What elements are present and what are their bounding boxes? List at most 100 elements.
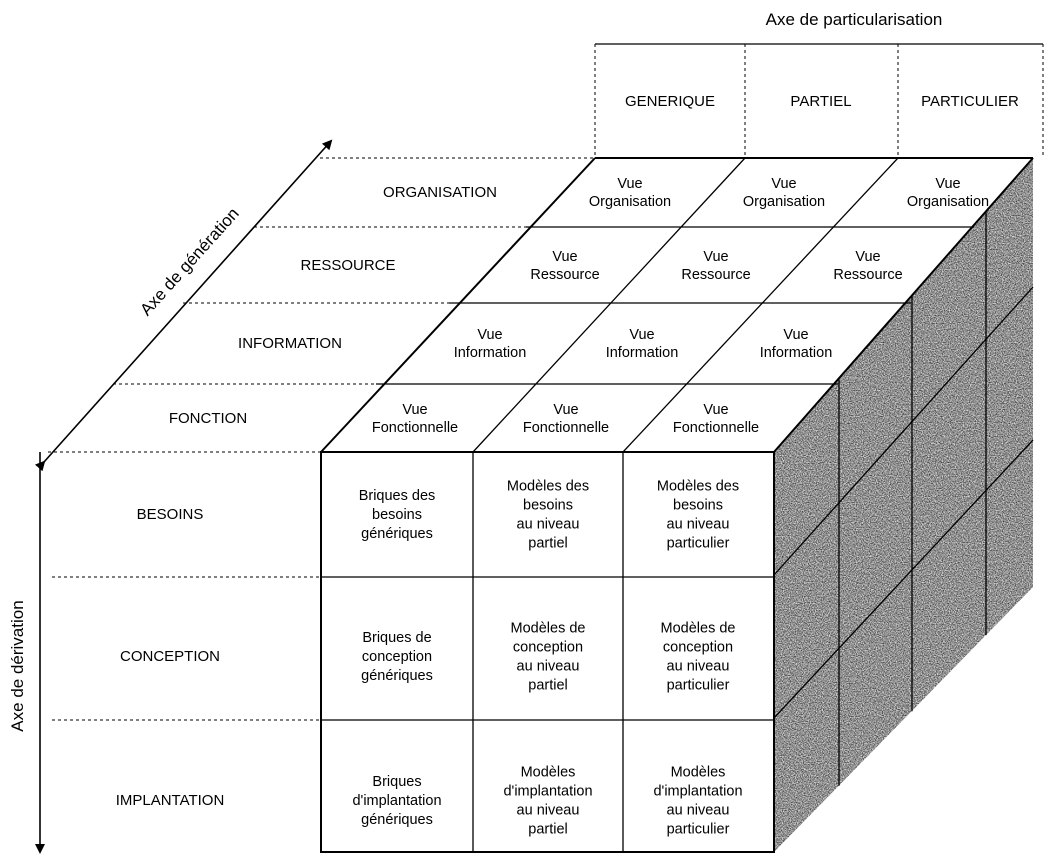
- view-cell-information-1-line: Information: [606, 345, 679, 361]
- front-cell-1-2-line: Modèles de: [661, 621, 736, 637]
- generation-axis-label: Axe de génération: [136, 204, 242, 319]
- level-label-besoins: BESOINS: [137, 506, 204, 523]
- front-cell-0-1-line: Modèles des: [507, 479, 589, 495]
- front-cell-2-0-line: d'implantation: [352, 793, 441, 809]
- front-cell-1-1-line: Modèles de: [511, 621, 586, 637]
- view-cell-fonction-2-line: Fonctionnelle: [673, 420, 759, 436]
- column-header-generique-line: GENERIQUE: [625, 93, 715, 110]
- front-cell-2-2-line: au niveau: [667, 803, 730, 819]
- front-cell-1-0-line: génériques: [361, 668, 433, 684]
- front-cell-2-0-line: Briques: [372, 774, 421, 790]
- view-label-ressource-line: RESSOURCE: [300, 257, 395, 274]
- front-cell-1-0-line: conception: [362, 649, 432, 665]
- column-header-particulier-line: PARTICULIER: [921, 93, 1019, 110]
- front-cell-0-0-line: besoins: [372, 507, 422, 523]
- view-label-organisation: ORGANISATION: [383, 184, 497, 201]
- cube-side-texture: [774, 158, 1033, 852]
- front-cell-2-1-line: d'implantation: [503, 784, 592, 800]
- level-label-besoins-line: BESOINS: [137, 506, 204, 523]
- view-cell-organisation-2-line: Organisation: [907, 194, 989, 210]
- view-cell-fonction-1-line: Fonctionnelle: [523, 420, 609, 436]
- derivation-axis-label-line: Axe de dérivation: [8, 600, 27, 731]
- front-cell-1-0: Briques de conception génériques: [361, 630, 433, 684]
- front-cell-0-1-line: partiel: [528, 536, 568, 552]
- front-cell-1-1-line: conception: [513, 640, 583, 656]
- view-cell-ressource-1-line: Vue: [703, 249, 728, 265]
- view-cell-ressource-1-line: Ressource: [681, 267, 750, 283]
- column-header-particulier: PARTICULIER: [921, 93, 1019, 110]
- view-cell-organisation-2-line: Vue: [935, 176, 960, 192]
- view-cell-ressource-0-line: Ressource: [530, 267, 599, 283]
- view-cell-information-2-line: Information: [760, 345, 833, 361]
- front-cell-2-1-line: au niveau: [517, 803, 580, 819]
- level-label-implantation-line: IMPLANTATION: [116, 792, 225, 809]
- front-cell-1-0-line: Briques de: [362, 630, 431, 646]
- view-cell-organisation-0-line: Vue: [617, 176, 642, 192]
- generation-axis-label-line: Axe de génération: [136, 204, 242, 319]
- view-label-information-line: INFORMATION: [238, 335, 342, 352]
- front-cell-2-2: Modèles d'implantation au niveau particulie…: [653, 765, 742, 838]
- derivation-axis-label: Axe de dérivation: [8, 600, 27, 731]
- front-cell-2-0: Briques d'implantation génériques: [352, 774, 441, 828]
- view-label-information: INFORMATION: [238, 335, 342, 352]
- view-cell-information-0-line: Information: [454, 345, 527, 361]
- view-cell-ressource-2-line: Vue: [855, 249, 880, 265]
- front-cell-2-1-line: partiel: [528, 822, 568, 838]
- view-cell-information-1-line: Vue: [629, 327, 654, 343]
- view-cell-information-0-line: Vue: [477, 327, 502, 343]
- level-label-implantation: IMPLANTATION: [116, 792, 225, 809]
- front-cell-2-2-line: d'implantation: [653, 784, 742, 800]
- front-cell-1-2-line: particulier: [667, 678, 730, 694]
- view-cell-organisation-1-line: Vue: [771, 176, 796, 192]
- top-face-grid: [320, 157, 1034, 453]
- front-cell-0-1-line: besoins: [523, 498, 573, 514]
- view-cell-fonction-2-line: Vue: [703, 402, 728, 418]
- view-cell-organisation-1-line: Organisation: [743, 194, 825, 210]
- view-cell-fonction-0-line: Fonctionnelle: [372, 420, 458, 436]
- front-cell-0-1-line: au niveau: [517, 517, 580, 533]
- front-cell-1-1-line: au niveau: [517, 659, 580, 675]
- front-cell-2-2-line: particulier: [667, 822, 730, 838]
- front-cell-2-2-line: Modèles: [671, 765, 726, 781]
- front-cell-0-2-line: au niveau: [667, 517, 730, 533]
- column-header-generique: GENERIQUE: [625, 93, 715, 110]
- front-cell-0-2-line: besoins: [673, 498, 723, 514]
- level-label-conception-line: CONCEPTION: [120, 648, 220, 665]
- view-label-organisation-line: ORGANISATION: [383, 184, 497, 201]
- view-cell-ressource-2-line: Ressource: [833, 267, 902, 283]
- view-cell-organisation-0-line: Organisation: [589, 194, 671, 210]
- front-cell-2-1: Modèles d'implantation au niveau partiel: [503, 765, 592, 838]
- view-label-fonction: FONCTION: [169, 410, 247, 427]
- view-cell-fonction-0-line: Vue: [402, 402, 427, 418]
- generation-axis-arrow: [34, 139, 333, 472]
- side-grid: [773, 211, 1034, 786]
- front-cell-0-2-line: Modèles des: [657, 479, 739, 495]
- view-cell-fonction-1-line: Vue: [553, 402, 578, 418]
- front-cell-2-1-line: Modèles: [521, 765, 576, 781]
- front-cell-0-0-line: génériques: [361, 526, 433, 542]
- level-label-conception: CONCEPTION: [120, 648, 220, 665]
- front-cell-0-1: Modèles des besoins au niveau partiel: [507, 479, 589, 552]
- view-cell-ressource-0-line: Vue: [552, 249, 577, 265]
- column-header-partiel-line: PARTIEL: [790, 93, 851, 110]
- view-cell-information-2-line: Vue: [783, 327, 808, 343]
- front-cell-2-0-line: génériques: [361, 812, 433, 828]
- view-label-fonction-line: FONCTION: [169, 410, 247, 427]
